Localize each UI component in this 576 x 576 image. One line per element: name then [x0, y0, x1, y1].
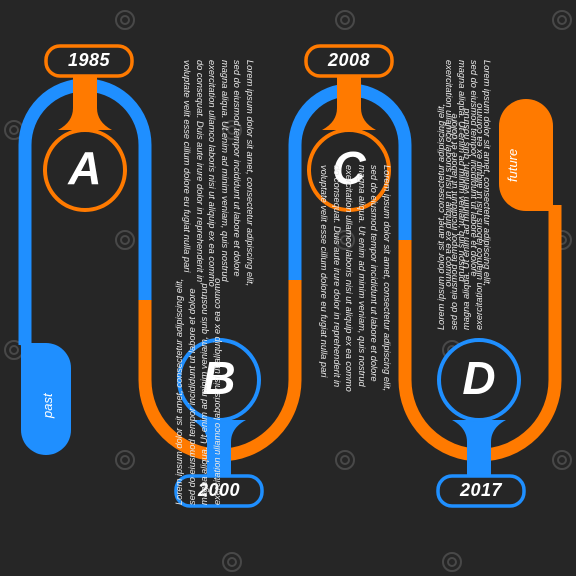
- watermark-swirl-icon: [552, 10, 572, 30]
- connector-b: [192, 420, 246, 478]
- watermark-swirl-icon: [442, 552, 462, 572]
- year-pill-2008: [304, 44, 394, 78]
- text-line: Lorem ipsum dolor sit amet, consectetur …: [436, 103, 446, 330]
- watermark-swirl-icon: [335, 230, 355, 250]
- text-block-1: Lorem ipsum dolor sit amet, consectetur …: [180, 60, 256, 287]
- text-line: sed do eiusmod tempor incididunt ut labo…: [232, 60, 243, 277]
- text-line: Lorem ipsum dolor sit amet, consectetur …: [245, 60, 255, 287]
- milestone-letter-c: C: [332, 142, 366, 194]
- text-block-2: Lorem ipsum dolor sit amet, consectetur …: [173, 278, 223, 505]
- milestone-letter-a: A: [68, 142, 102, 194]
- watermark-swirl-icon: [335, 10, 355, 30]
- connector-a: [58, 76, 112, 130]
- text-line: Lorem ipsum dolor sit amet, consectetur …: [174, 278, 184, 505]
- future-tag-label: future: [505, 148, 520, 182]
- connector-d: [452, 420, 506, 478]
- text-line: sed do eiusmod tempor incididunt ut labo…: [186, 288, 197, 505]
- text-line: magna aliqua. Ut enim ad minim veniam, q…: [199, 283, 210, 505]
- milestone-letter-d: D: [462, 352, 496, 404]
- text-line: voluptate velit esse cillum dolore eu fu…: [319, 165, 330, 378]
- text-block-5: Lorem ipsum dolor sit amet, consectetur …: [435, 103, 485, 330]
- text-block-3: Lorem ipsum dolor sit amet, consectetur …: [317, 165, 393, 392]
- year-pill-2017: [436, 474, 526, 508]
- text-line: exercitation ullamco laboris nisi ut ali…: [344, 165, 355, 392]
- connector-c: [322, 76, 376, 130]
- year-label-c: 2008: [327, 50, 371, 70]
- text-line: voluptate velit esse cillum dolore eu fu…: [182, 60, 193, 273]
- text-line: magna aliqua. Ut enim ad minim veniam, q…: [356, 165, 367, 387]
- year-pill-2000: [174, 474, 264, 508]
- text-line: magna aliqua. Ut enim ad minim veniam, q…: [219, 60, 230, 282]
- past-tag-shape-top: [21, 343, 46, 373]
- text-line: magna aliqua. Ut enim ad minim veniam, q…: [461, 108, 472, 330]
- watermark-swirl-icon: [222, 120, 242, 140]
- text-line: exercitation ullamco laboris nisi ut ali…: [211, 278, 222, 505]
- watermark-swirl-icon: [115, 230, 135, 250]
- watermark-swirl-icon: [222, 552, 242, 572]
- year-label-d: 2017: [459, 480, 503, 500]
- watermark-swirl-icon: [335, 450, 355, 470]
- milestone-circle-a: [43, 128, 127, 212]
- text-line: sed do eiusmod tempor incididunt ut labo…: [369, 165, 380, 382]
- watermark-swirl-icon: [115, 10, 135, 30]
- milestone-circle-c: [307, 128, 391, 212]
- year-label-b: 2000: [197, 480, 241, 500]
- text-line: exercitation ullamco laboris nisi ut ali…: [473, 103, 484, 330]
- watermark-swirl-icon: [115, 450, 135, 470]
- past-tag-label: past: [40, 393, 55, 418]
- milestone-letter-b: B: [202, 352, 236, 404]
- text-line: do consequat. Duis aute irure dolor in r…: [194, 60, 205, 283]
- milestone-circle-b: [177, 338, 261, 422]
- year-label-a: 1985: [67, 50, 111, 70]
- year-pill-1985: [44, 44, 134, 78]
- text-line: Lorem ipsum dolor sit amet, consectetur …: [382, 165, 392, 392]
- text-line: exercitation ullamco laboris nisi ut ali…: [207, 60, 218, 287]
- text-line: sed do eiusmod tempor incididunt ut labo…: [448, 113, 459, 330]
- watermark-swirl-icon: [442, 120, 462, 140]
- watermark-swirl-icon: [552, 450, 572, 470]
- milestone-circle-d: [437, 338, 521, 422]
- text-line: do consequat. Duis aute irure dolor in r…: [331, 165, 342, 388]
